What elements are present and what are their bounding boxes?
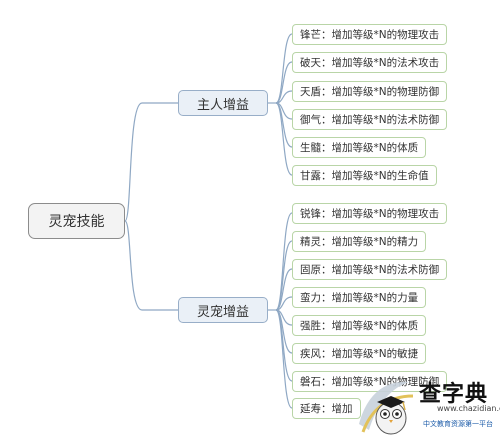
leaf-label: 疾风：增加等级*N的敏捷 (300, 348, 419, 360)
leaf-label: 甘露：增加等级*N的生命值 (300, 170, 429, 182)
leaf-label: 延寿：增加 (300, 403, 353, 415)
root-node: 灵宠技能 (28, 203, 125, 239)
chazidian-watermark: 查字典 www.chazidian.com 中文教育资源第一平台 (357, 374, 500, 440)
leaf-label: 天盾：增加等级*N的物理防御 (300, 86, 440, 98)
leaf-label: 磐石：增加等级*N的物理防御 (300, 376, 440, 388)
leaf-label: 强胜：增加等级*N的体质 (300, 320, 419, 332)
leaf-label: 精灵：增加等级*N的精力 (300, 236, 419, 248)
leaf-label: 生髓：增加等级*N的体质 (300, 142, 419, 154)
leaf-node: 破天：增加等级*N的法术攻击 (292, 52, 448, 73)
root-label: 灵宠技能 (48, 214, 105, 230)
leaf-node: 磐石：增加等级*N的物理防御 (292, 371, 448, 392)
leaf-node: 生髓：增加等级*N的体质 (292, 137, 427, 158)
leaf-label: 固原：增加等级*N的法术防御 (300, 264, 440, 276)
leaf-node: 锋芒：增加等级*N的物理攻击 (292, 24, 448, 45)
leaf-node: 蛮力：增加等级*N的力量 (292, 287, 427, 308)
leaf-node: 天盾：增加等级*N的物理防御 (292, 81, 448, 102)
leaf-node: 固原：增加等级*N的法术防御 (292, 259, 448, 280)
leaf-label: 蛮力：增加等级*N的力量 (300, 292, 419, 304)
watermark-title: 查字典 (419, 382, 489, 407)
leaf-node: 强胜：增加等级*N的体质 (292, 315, 427, 336)
branch-node-owner-buffs: 主人增益 (178, 90, 268, 116)
leaf-node: 甘露：增加等级*N的生命值 (292, 165, 437, 186)
leaf-node: 御气：增加等级*N的法术防御 (292, 109, 448, 130)
leaf-label: 锋芒：增加等级*N的物理攻击 (300, 29, 440, 41)
watermark-url: www.chazidian.com (437, 404, 500, 413)
branch-label: 灵宠增益 (196, 304, 249, 320)
graduate-owl-icon (359, 381, 414, 435)
leaf-label: 破天：增加等级*N的法术攻击 (300, 57, 440, 69)
leaf-node: 延寿：增加 (292, 398, 361, 419)
branch-node-pet-buffs: 灵宠增益 (178, 297, 268, 323)
leaf-node: 精灵：增加等级*N的精力 (292, 231, 427, 252)
branch-label: 主人增益 (196, 97, 249, 113)
leaf-label: 锐锋：增加等级*N的物理攻击 (300, 208, 440, 220)
leaf-node: 锐锋：增加等级*N的物理攻击 (292, 203, 448, 224)
leaf-label: 御气：增加等级*N的法术防御 (300, 114, 440, 126)
watermark-subtitle: 中文教育资源第一平台 (423, 420, 493, 428)
leaf-node: 疾风：增加等级*N的敏捷 (292, 343, 427, 364)
